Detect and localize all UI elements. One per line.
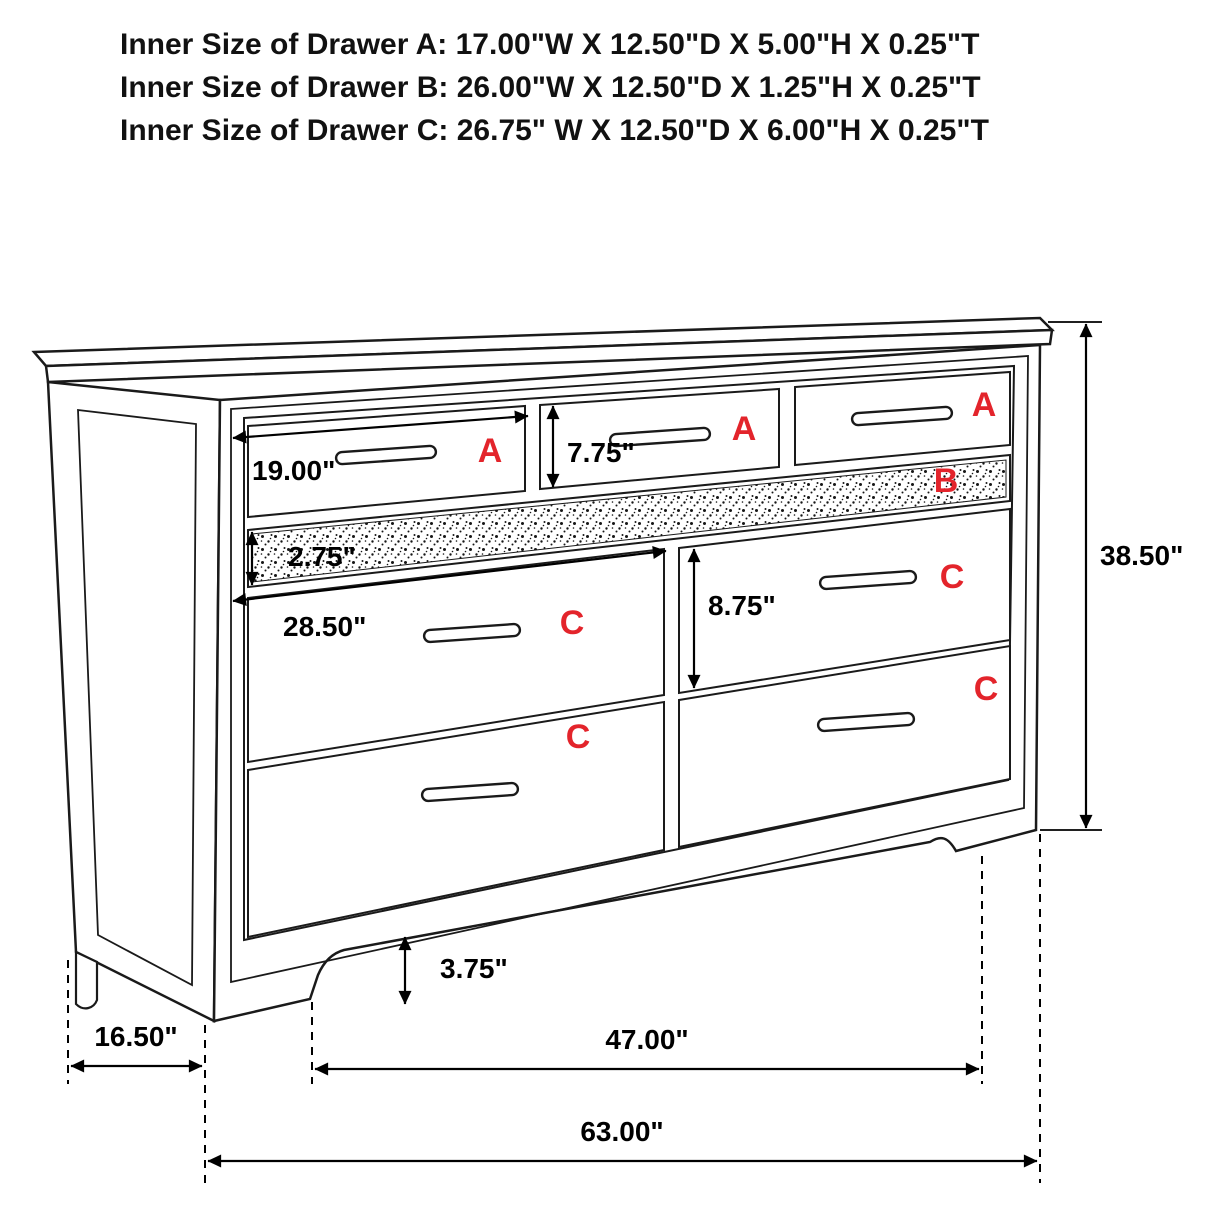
dim-drawer-c-height: 8.75" [687, 548, 776, 689]
drawer-a1-handle [334, 444, 438, 466]
drawer-c2-right-front [678, 644, 1011, 849]
drawer-a3-handle [850, 405, 954, 427]
dim-arrow-drawer-a-width [232, 410, 529, 444]
dresser-drawing: A A A B C C C C [31, 316, 1055, 1024]
dimension-annotations: 19.00" 7.75" 2.75" 28.50" 8.75" 38.50" 3… [67, 321, 1183, 1183]
header: Inner Size of Drawer A: 17.00"W X 12.50"… [120, 28, 989, 147]
back-left-foot [74, 950, 99, 1010]
drawer-c1-right-label: C [940, 558, 965, 596]
dim-label-drawer-c-height: 8.75" [708, 590, 776, 621]
dim-drawer-c-width: 28.50" [232, 546, 667, 642]
dim-foot-span: 47.00" [311, 856, 983, 1084]
drawer-c2-left-label: C [566, 718, 591, 756]
drawer-a1-label: A [478, 432, 503, 470]
drawer-c1-left-handle [422, 622, 522, 644]
dim-drawer-a-width: 19.00" [232, 410, 529, 486]
top-front-edge [44, 328, 1054, 384]
drawer-c2-right-handle [816, 711, 916, 733]
drawer-b-label: B [934, 462, 959, 500]
drawer-handles [334, 405, 954, 803]
dim-label-depth: 16.50" [94, 1021, 177, 1052]
drawer-c2-left-handle [420, 781, 520, 803]
drawer-c2-left-front [247, 700, 665, 939]
dim-overall-height: 38.50" [1040, 321, 1183, 831]
dim-drawer-a-height: 7.75" [546, 405, 635, 488]
drawer-a3-label: A [972, 386, 997, 424]
header-line-drawer-a: Inner Size of Drawer A: 17.00"W X 12.50"… [120, 28, 979, 61]
dim-overall-width: 63.00" [207, 834, 1041, 1183]
dim-label-drawer-a-height: 7.75" [567, 437, 635, 468]
drawer-a2-handle [608, 426, 712, 448]
dim-label-drawer-c-width: 28.50" [283, 611, 366, 642]
drawer-c2-right-label: C [974, 670, 999, 708]
drawer-c1-right-handle [818, 569, 918, 591]
dim-depth: 16.50" [67, 960, 206, 1183]
dim-label-overall-width: 63.00" [580, 1116, 663, 1147]
drawer-c1-right-front [678, 507, 1011, 695]
drawer-c1-left-label: C [560, 604, 585, 642]
dim-label-drawer-a-width: 19.00" [252, 455, 335, 486]
dim-base-clearance: 3.75" [398, 936, 508, 1005]
header-line-drawer-c: Inner Size of Drawer C: 26.75" W X 12.50… [120, 114, 989, 147]
dim-label-foot-span: 47.00" [605, 1024, 688, 1055]
header-line-drawer-b: Inner Size of Drawer B: 26.00"W X 12.50"… [120, 71, 981, 104]
dim-arrow-drawer-c-width [232, 546, 667, 606]
dim-label-drawer-b-height: 2.75" [288, 541, 356, 572]
dim-label-overall-height: 38.50" [1100, 540, 1183, 571]
front-frame-molding [230, 355, 1029, 984]
side-panel-inset [77, 408, 197, 987]
drawer-letter-labels: A A A B C C C C [478, 386, 999, 756]
drawer-a2-label: A [732, 410, 757, 448]
dim-label-base-clearance: 3.75" [440, 953, 508, 984]
